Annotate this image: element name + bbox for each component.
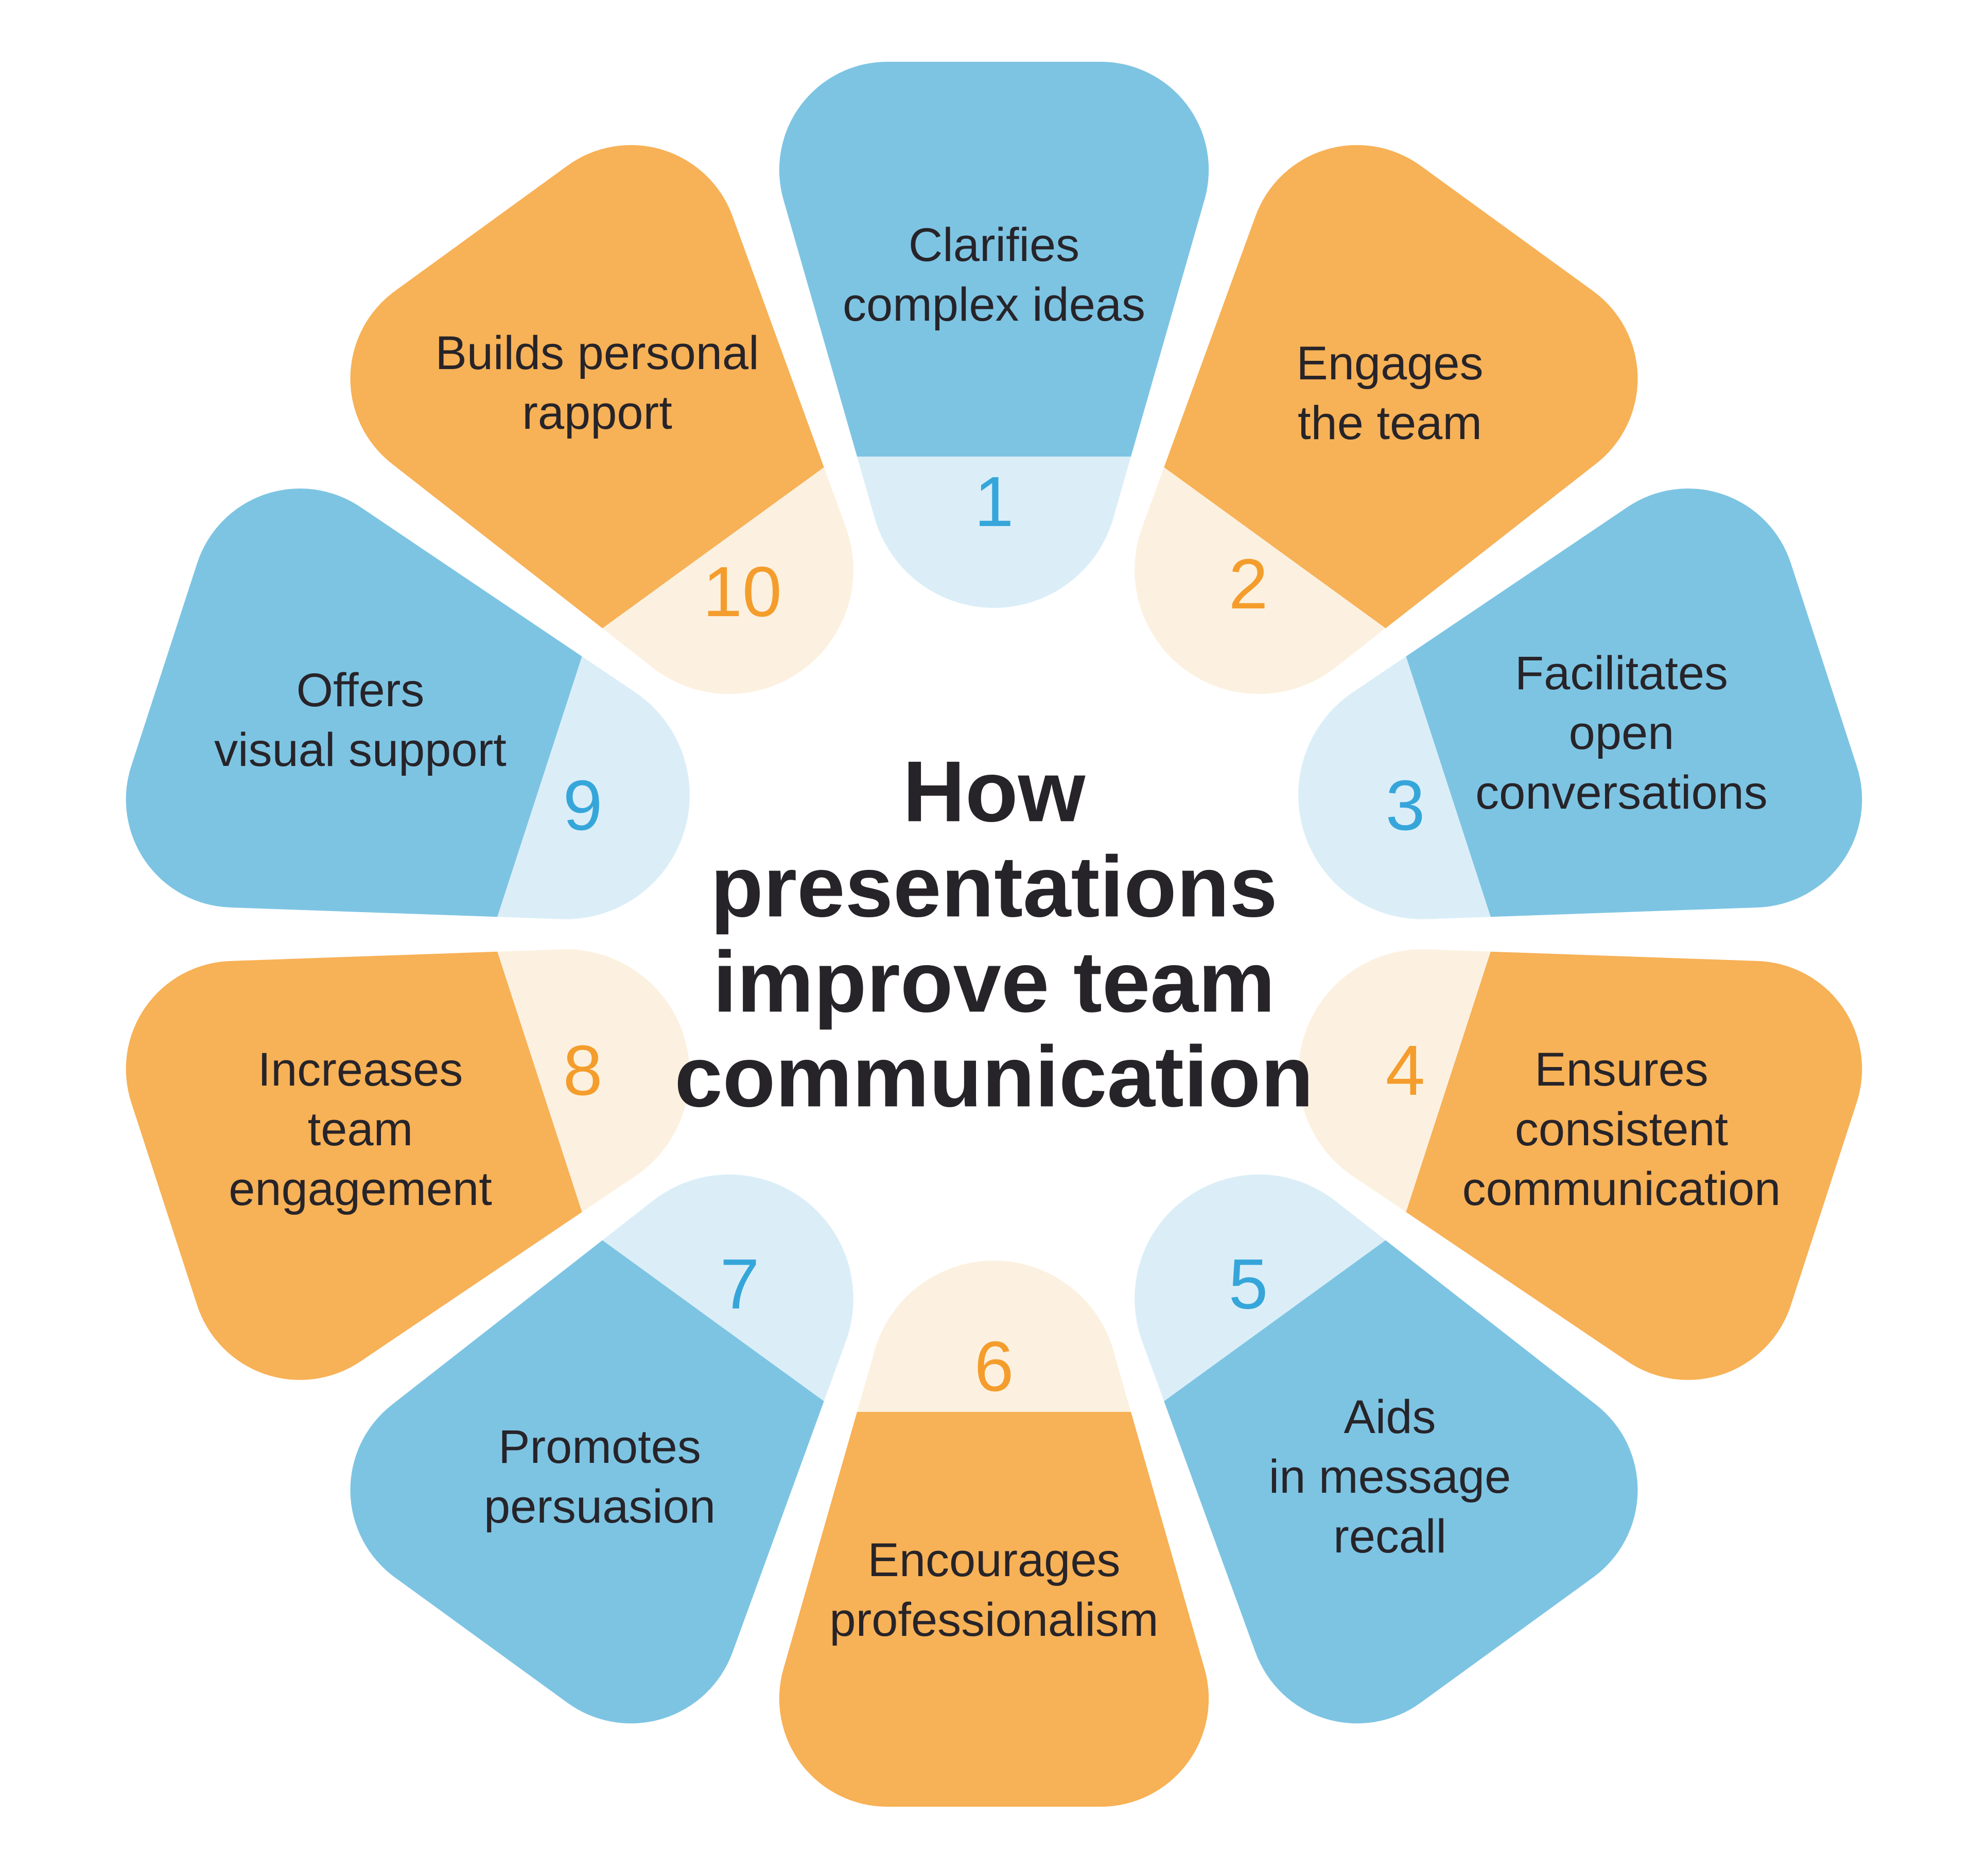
- petal-2-label: Engages the team: [1296, 337, 1484, 449]
- petal-3-label: Facilitates open conversations: [1475, 647, 1768, 819]
- diagram-title: How presentations improve team communica…: [674, 743, 1314, 1125]
- petal-1-label: Clarifies complex ideas: [842, 219, 1146, 331]
- petal-7-number: 7: [720, 1245, 760, 1324]
- petal-8-number: 8: [563, 1031, 603, 1110]
- petal-4-number: 4: [1386, 1031, 1425, 1110]
- petal-8-label: Increases team engagement: [229, 1043, 492, 1215]
- petal-4-label: Ensures consistent communication: [1462, 1043, 1781, 1215]
- petal-3-number: 3: [1386, 766, 1425, 845]
- petal-10-label: Builds personal rapport: [435, 327, 759, 439]
- petal-9-number: 9: [563, 766, 603, 845]
- petal-6-number: 6: [974, 1327, 1014, 1406]
- petal-5-number: 5: [1229, 1245, 1268, 1324]
- petal-2-number: 2: [1229, 545, 1268, 624]
- petal-5-label: Aids in message recall: [1268, 1391, 1511, 1563]
- petal-1-number: 1: [974, 462, 1014, 542]
- petal-6-label: Encourages professionalism: [829, 1534, 1159, 1646]
- petal-7-label: Promotes persuasion: [483, 1421, 716, 1533]
- petal-10-number: 10: [703, 552, 782, 632]
- petal-9-label: Offers visual support: [214, 664, 507, 776]
